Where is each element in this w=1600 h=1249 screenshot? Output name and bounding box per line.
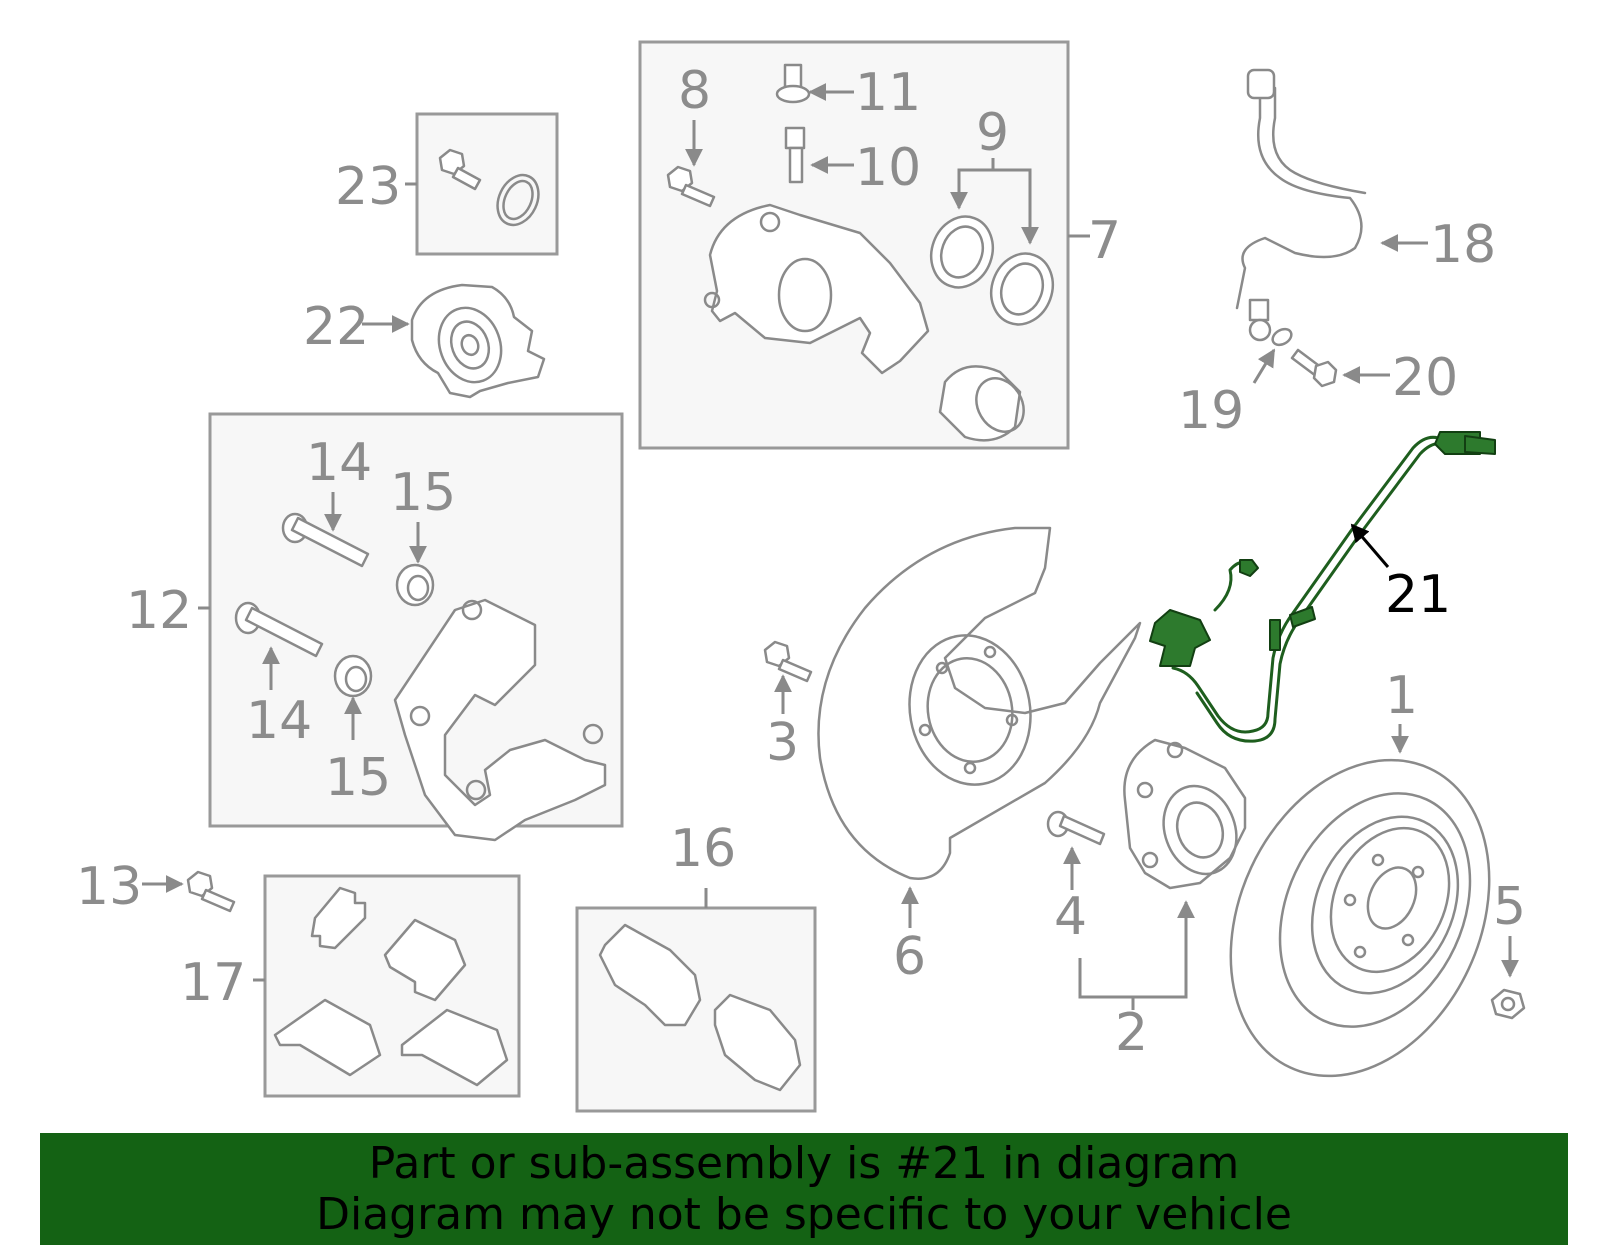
callout-23: 23 [335,157,401,217]
washer-19 [1271,327,1293,347]
caliper-bracket [393,598,607,842]
callout-22: 22 [303,297,369,357]
hub-bearing-2 [1123,738,1247,890]
callout-19: 19 [1178,381,1244,441]
bleeder-10 [784,126,806,184]
callout-11: 11 [855,63,921,123]
callout-3: 3 [766,713,799,773]
pad-16a [598,923,702,1027]
group-23-box [405,112,559,256]
seal-9 [929,215,1055,326]
bolt-20 [1290,348,1338,388]
clip-17a [273,998,382,1077]
caliper-motor-22 [410,283,546,399]
clip-17b [400,1008,509,1087]
abs-sensor-21 [1149,431,1496,743]
brake-rotor-1 [1229,758,1491,1078]
shim-17b [383,918,467,1002]
group-7-box [638,40,1090,450]
callout-21: 21 [1385,565,1451,625]
banner-line-1: Part or sub-assembly is #21 in diagram [368,1138,1240,1189]
callout-20: 20 [1392,348,1458,408]
bleeder-screw-8 [666,165,716,208]
bolt-23 [438,148,482,191]
callout-5: 5 [1493,877,1526,937]
oring-23 [496,173,540,227]
stud-4 [1046,810,1106,846]
shim-17a [310,886,367,950]
callout-14-lower: 14 [246,691,312,751]
callout-18: 18 [1430,215,1496,275]
banner-line-2: Diagram may not be specific to your vehi… [316,1189,1292,1240]
callout-4: 4 [1054,887,1087,947]
guide-pin-14-lower [234,601,324,658]
group-12-box [198,412,624,842]
callout-1: 1 [1385,666,1418,726]
caliper-body [703,203,930,375]
nut-5 [1490,988,1526,1020]
brake-hose-18 [1235,68,1367,342]
group-17-box [253,874,521,1098]
piston [938,365,1025,442]
callout-15-lower: 15 [325,748,391,808]
leader-21 [1350,523,1390,568]
callout-6: 6 [893,927,926,987]
boot-15-lower [333,654,373,698]
dust-shield-6 [817,526,1142,880]
callout-14-upper: 14 [306,433,372,493]
pad-16b [713,993,802,1092]
callout-15-upper: 15 [390,463,456,523]
callout-17: 17 [180,953,246,1013]
callout-7: 7 [1088,211,1121,271]
bolt-13 [186,870,236,913]
callout-13: 13 [76,857,142,917]
group-16-box [575,888,817,1113]
info-banner: Part or sub-assembly is #21 in diagram D… [40,1133,1568,1245]
boot-15-upper [395,563,435,607]
guide-pin-14-upper [281,512,370,568]
callout-12: 12 [126,581,192,641]
bolt-3 [763,640,813,683]
callout-2: 2 [1115,1003,1148,1063]
callout-10: 10 [855,138,921,198]
callout-8: 8 [678,61,711,121]
callout-9: 9 [976,103,1009,163]
callout-16: 16 [670,819,736,879]
